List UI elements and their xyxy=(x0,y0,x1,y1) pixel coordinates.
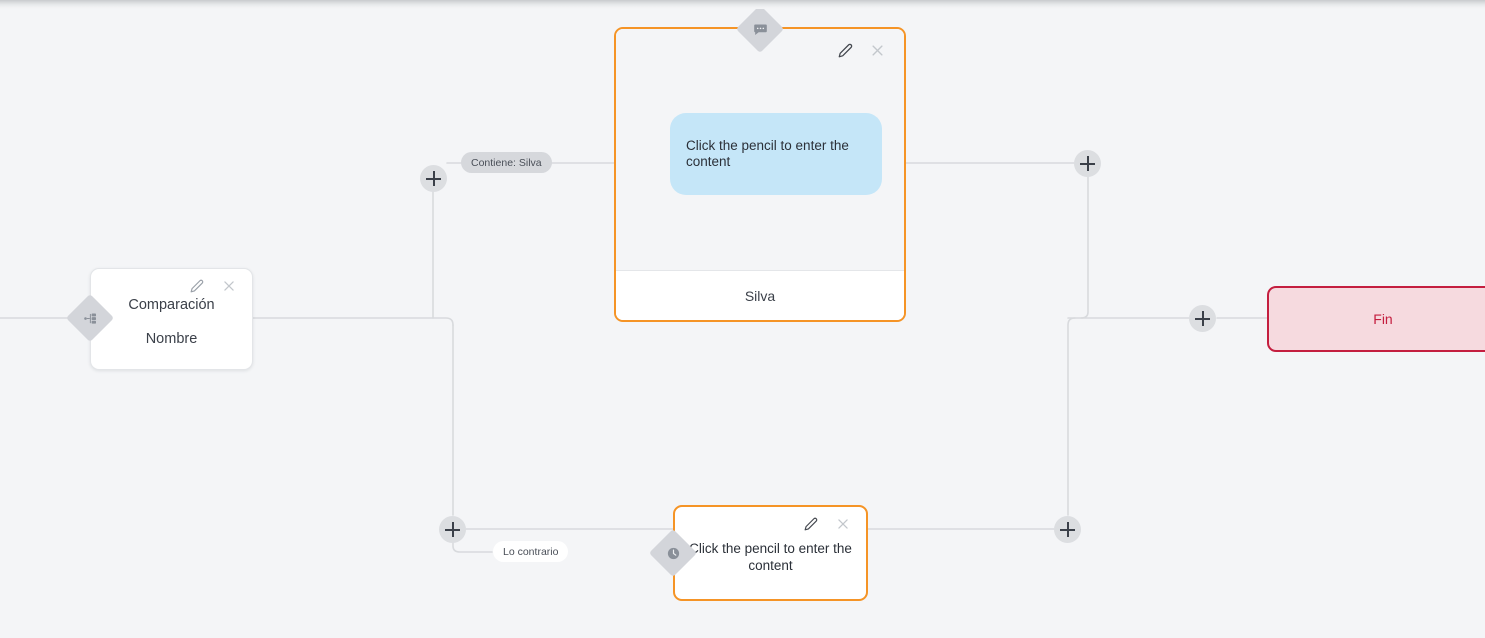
message-node[interactable]: Click the pencil to enter the content Si… xyxy=(614,27,906,322)
end-node[interactable]: Fin xyxy=(1267,286,1485,352)
pencil-icon[interactable] xyxy=(188,277,206,295)
branch-icon xyxy=(65,293,115,343)
add-node-button-after-message[interactable] xyxy=(1074,150,1101,177)
message-icon-glyph xyxy=(743,12,777,46)
message-bubble: Click the pencil to enter the content xyxy=(670,113,882,195)
edge-wait-merge xyxy=(1067,317,1076,516)
edge-compare-out xyxy=(252,317,454,326)
wait-node[interactable]: Click the pencil to enter the content xyxy=(673,505,868,601)
edge-bottom-stub xyxy=(452,542,493,553)
branch-icon-glyph xyxy=(73,301,107,335)
edge-label-contains[interactable]: Contiene: Silva xyxy=(461,152,552,173)
close-icon[interactable] xyxy=(220,277,238,295)
comparison-node[interactable]: Comparación Nombre xyxy=(90,268,253,370)
comparison-node-subtitle: Nombre xyxy=(145,331,198,347)
edge-message-merge xyxy=(1080,176,1089,319)
end-node-label: Fin xyxy=(1373,311,1393,327)
wait-node-text: Click the pencil to enter the content xyxy=(689,541,852,573)
close-icon[interactable] xyxy=(868,41,886,59)
pencil-icon[interactable] xyxy=(836,41,854,59)
comparison-node-title: Comparación xyxy=(128,296,215,313)
clock-icon xyxy=(648,528,698,578)
add-node-button-after-wait[interactable] xyxy=(1054,516,1081,543)
edge-label-otherwise[interactable]: Lo contrario xyxy=(493,541,569,562)
message-node-footer: Silva xyxy=(616,270,904,320)
wait-node-actions[interactable] xyxy=(802,515,852,533)
message-icon xyxy=(735,4,785,54)
comparison-node-actions[interactable] xyxy=(188,277,238,295)
close-icon[interactable] xyxy=(834,515,852,533)
add-node-button-before-end[interactable] xyxy=(1189,305,1216,332)
message-node-body: Click the pencil to enter the content xyxy=(616,29,904,270)
clock-icon-glyph xyxy=(656,536,690,570)
pencil-icon[interactable] xyxy=(802,515,820,533)
message-node-actions[interactable] xyxy=(836,41,886,59)
add-node-button-top-branch[interactable] xyxy=(420,165,447,192)
add-node-button-bottom-branch[interactable] xyxy=(439,516,466,543)
